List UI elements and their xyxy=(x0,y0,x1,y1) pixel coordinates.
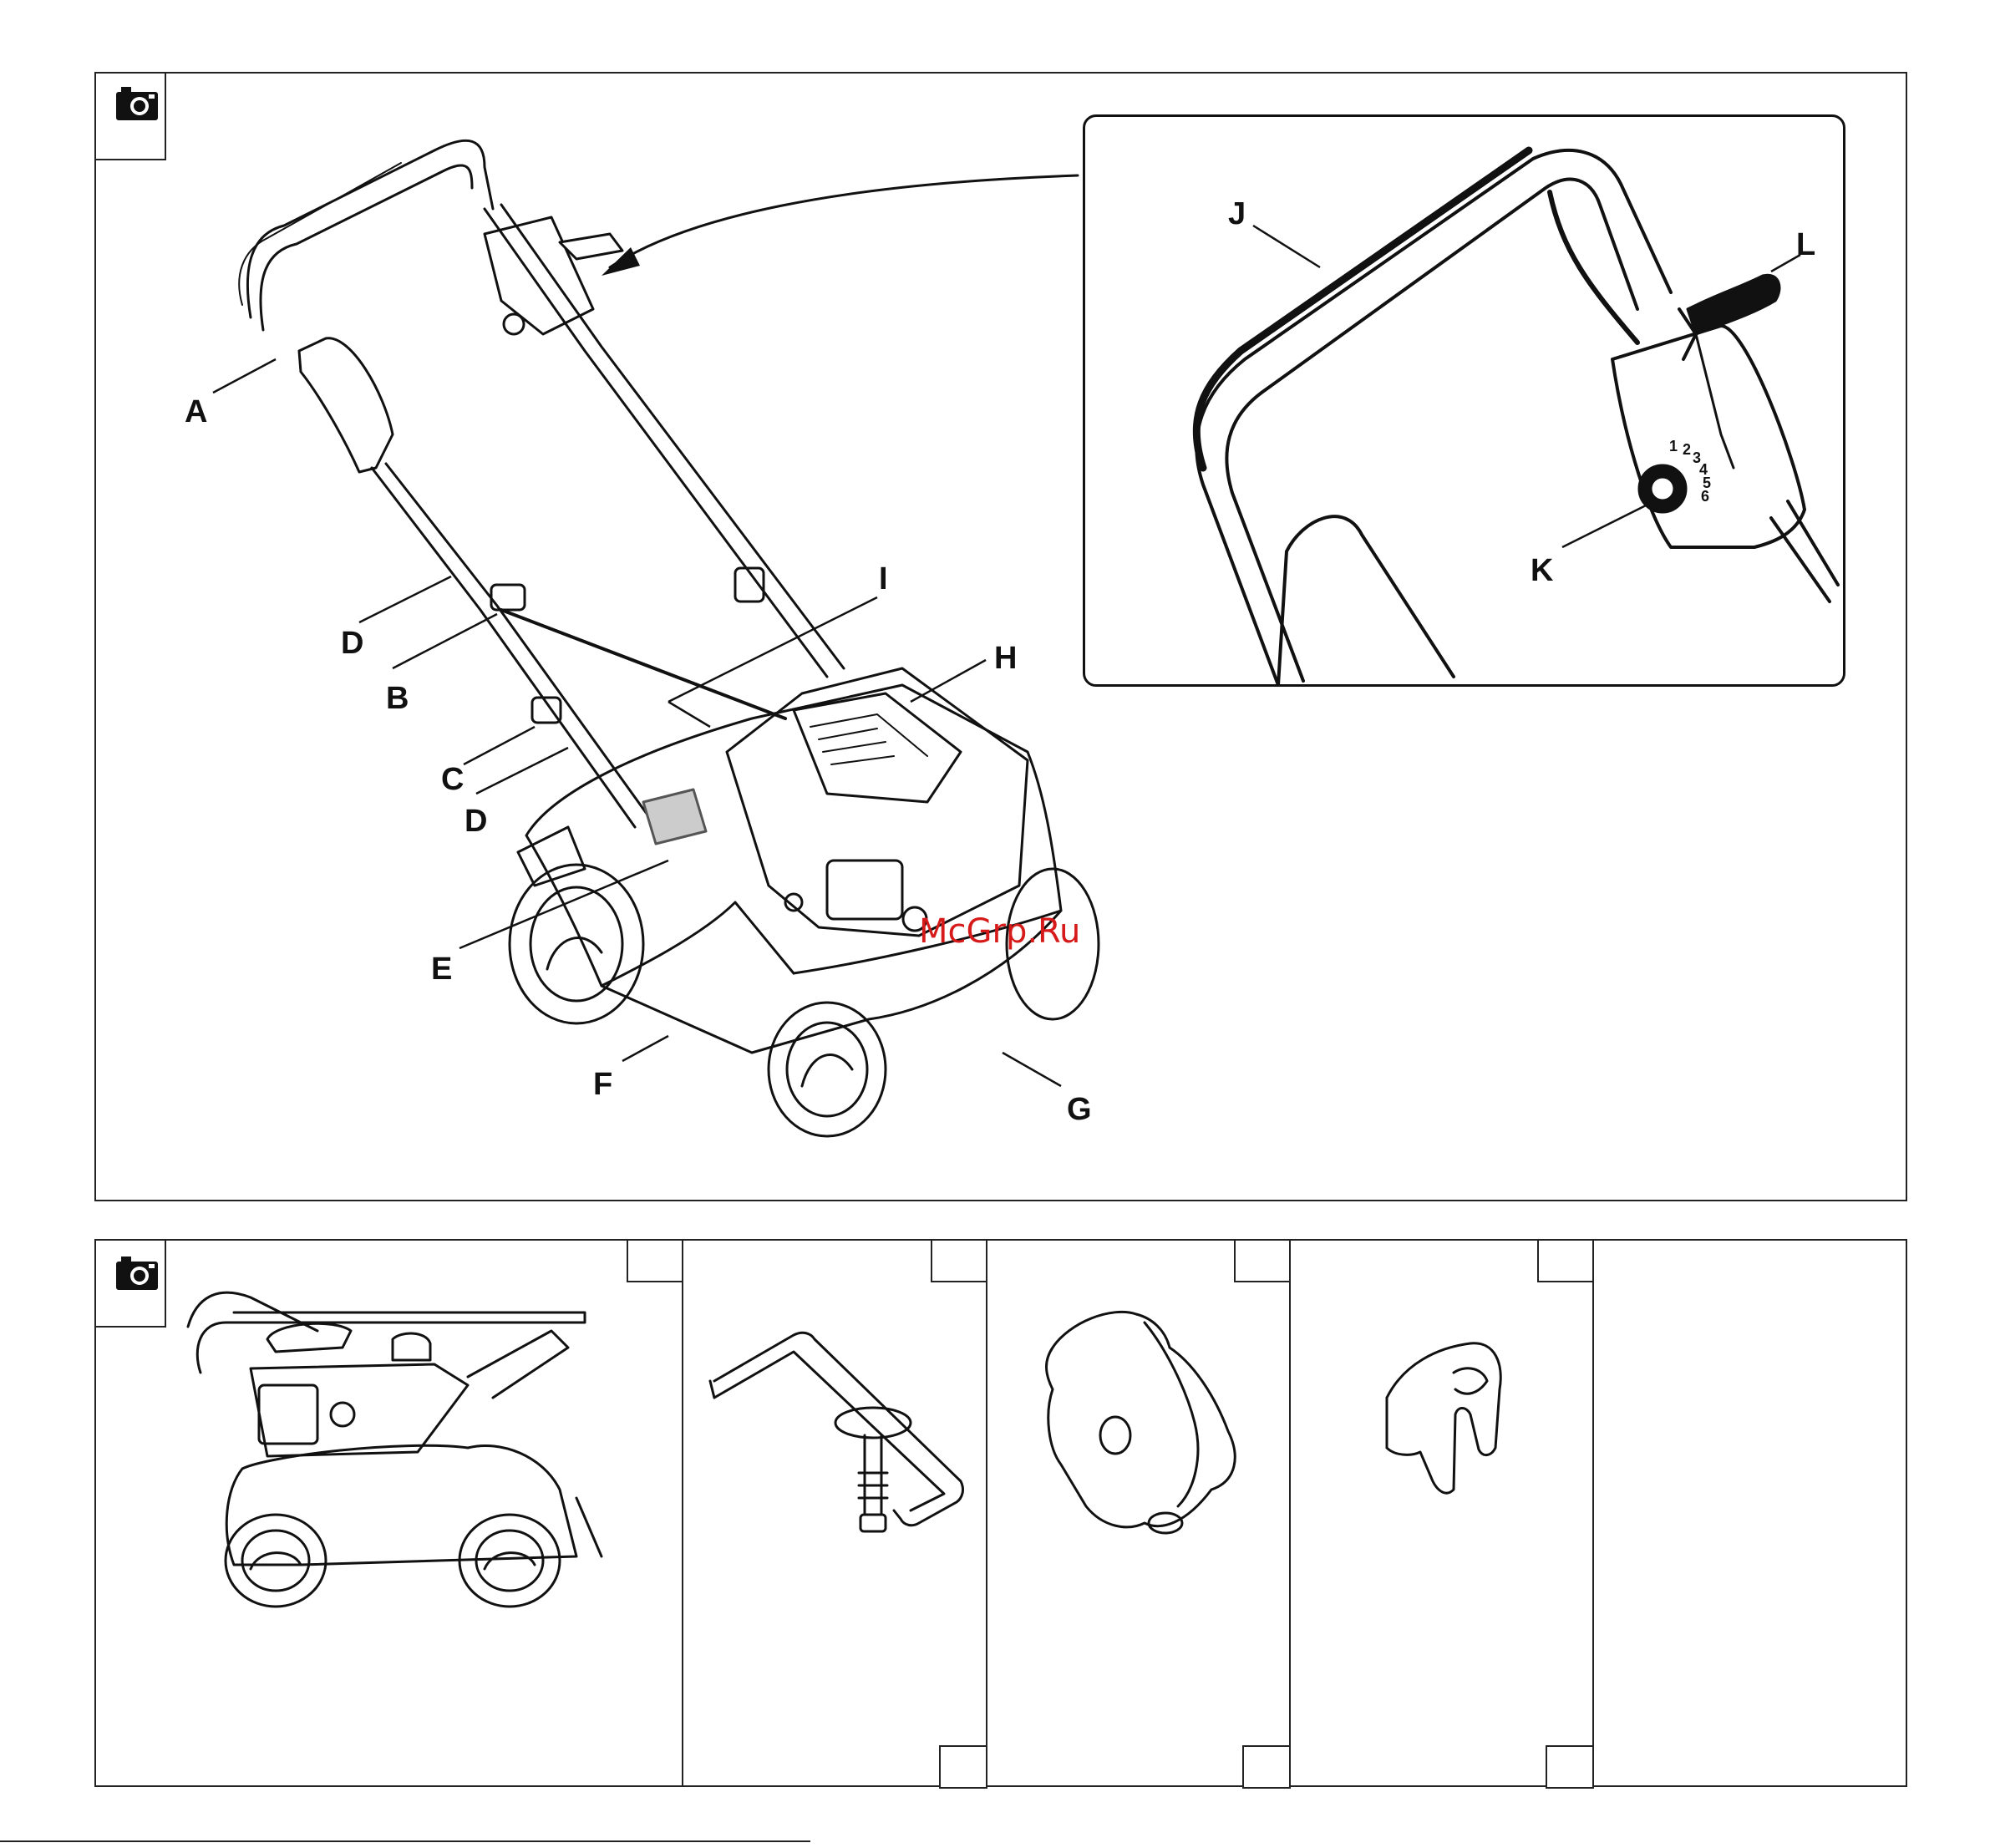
label-k: K xyxy=(1531,553,1554,588)
label-a: A xyxy=(185,394,207,429)
dial-number-2: 2 xyxy=(1683,441,1691,458)
dial-number-6: 6 xyxy=(1701,488,1709,505)
watermark: McGrp.Ru xyxy=(919,912,1080,951)
label-h: H xyxy=(994,641,1017,676)
scarifier-illustration: A D B C D E F G H I 1 2 3 4 5 6 J L xyxy=(0,0,1990,1203)
label-c: C xyxy=(441,762,464,797)
label-i: I xyxy=(879,561,888,597)
label-j: J xyxy=(1228,196,1246,231)
label-f: F xyxy=(593,1067,612,1102)
label-g: G xyxy=(1067,1092,1092,1127)
label-e: E xyxy=(431,952,452,987)
footer-rule xyxy=(0,1840,810,1842)
parts-illustrations xyxy=(0,1239,1990,1790)
label-d-lower: D xyxy=(465,804,487,839)
label-d-upper: D xyxy=(341,626,363,661)
label-l: L xyxy=(1796,227,1815,262)
label-b: B xyxy=(386,681,409,716)
dial-number-1: 1 xyxy=(1669,438,1678,454)
